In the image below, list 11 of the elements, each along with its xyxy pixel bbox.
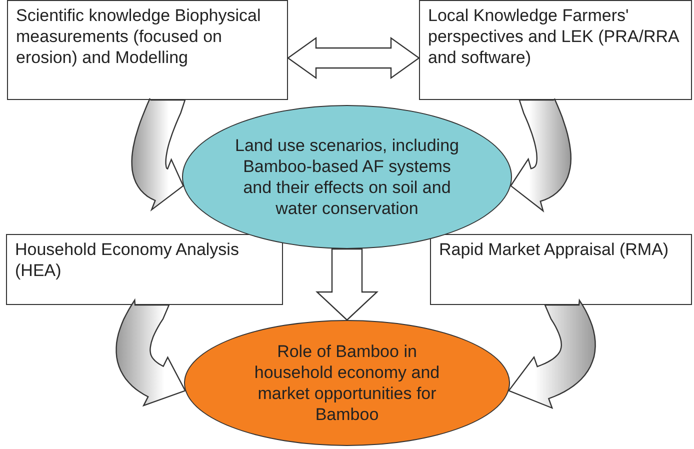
text-box: Household Economy Analysis (HEA) (6, 234, 283, 305)
curved-block-arrow (131, 98, 186, 212)
text-box: Scientific knowledge Biophysical measurements (focused on erosion) and Modelling (7, 0, 288, 100)
curved-block-arrow (116, 298, 186, 407)
curved-block-arrow (508, 298, 596, 410)
text-box: Rapid Market Appraisal (RMA) (430, 234, 692, 305)
block-arrow (315, 248, 379, 321)
text-box: Local Knowledge Farmers' perspectives and LEK (PRA/RRA and software) (419, 0, 692, 100)
block-arrow (286, 36, 420, 80)
ellipse-node: Role of Bamboo in household economy and market opportunities for Bamboo (184, 320, 510, 446)
curved-block-arrow (510, 98, 572, 212)
